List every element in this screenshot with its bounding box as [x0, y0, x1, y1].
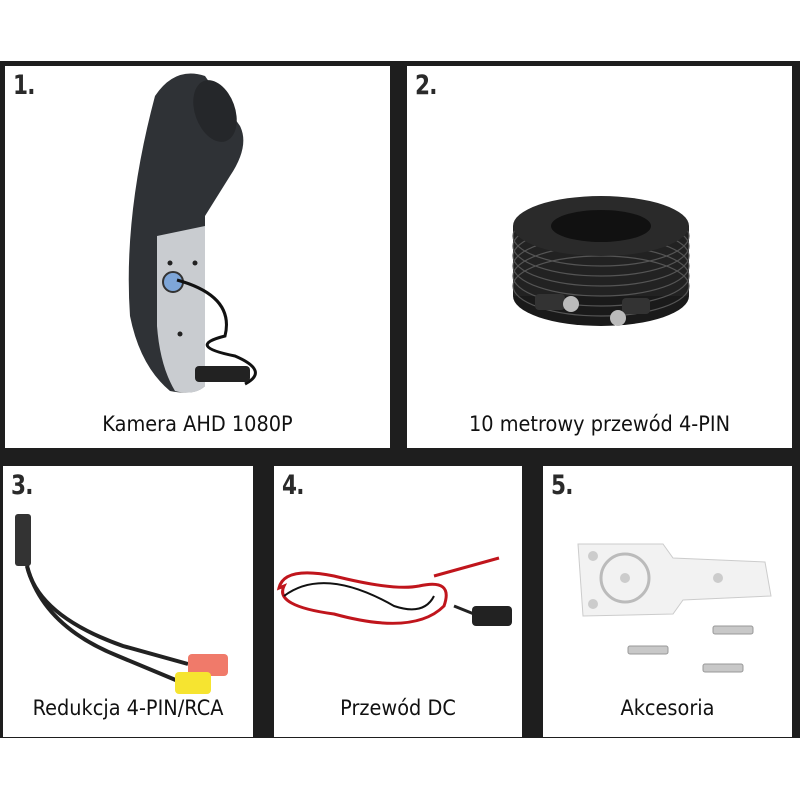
panel-caption: 10 metrowy przewód 4-PIN: [468, 412, 731, 436]
rca-adapter-image: [15, 514, 228, 694]
panel-accessories: 5. Akcesoria: [543, 466, 792, 737]
panel-caption: Akcesoria: [620, 696, 715, 720]
panel-cable: 2. 10 metrowy przewód 4-PIN: [407, 66, 792, 448]
cable-coil-image: [512, 196, 690, 326]
panel-caption: Redukcja 4-PIN/RCA: [32, 696, 224, 720]
panel-caption: Przewód DC: [340, 696, 456, 720]
accessories-image: [577, 543, 772, 673]
panel-number: 2.: [415, 70, 437, 101]
panel-caption: Kamera AHD 1080P: [102, 412, 293, 436]
panel-rca-adapter: 3. Redukcja 4-PIN/RCA: [3, 466, 253, 737]
panel-camera: 1. Kamera AHD 1080P: [5, 66, 390, 448]
camera-image: [128, 73, 257, 393]
panel-number: 3.: [11, 470, 33, 501]
dc-cable-image: [276, 556, 512, 626]
panel-number: 4.: [282, 470, 304, 501]
panel-dc-cable: 4. Przewód DC: [274, 466, 522, 737]
panel-number: 5.: [551, 470, 573, 501]
panel-number: 1.: [13, 70, 35, 101]
